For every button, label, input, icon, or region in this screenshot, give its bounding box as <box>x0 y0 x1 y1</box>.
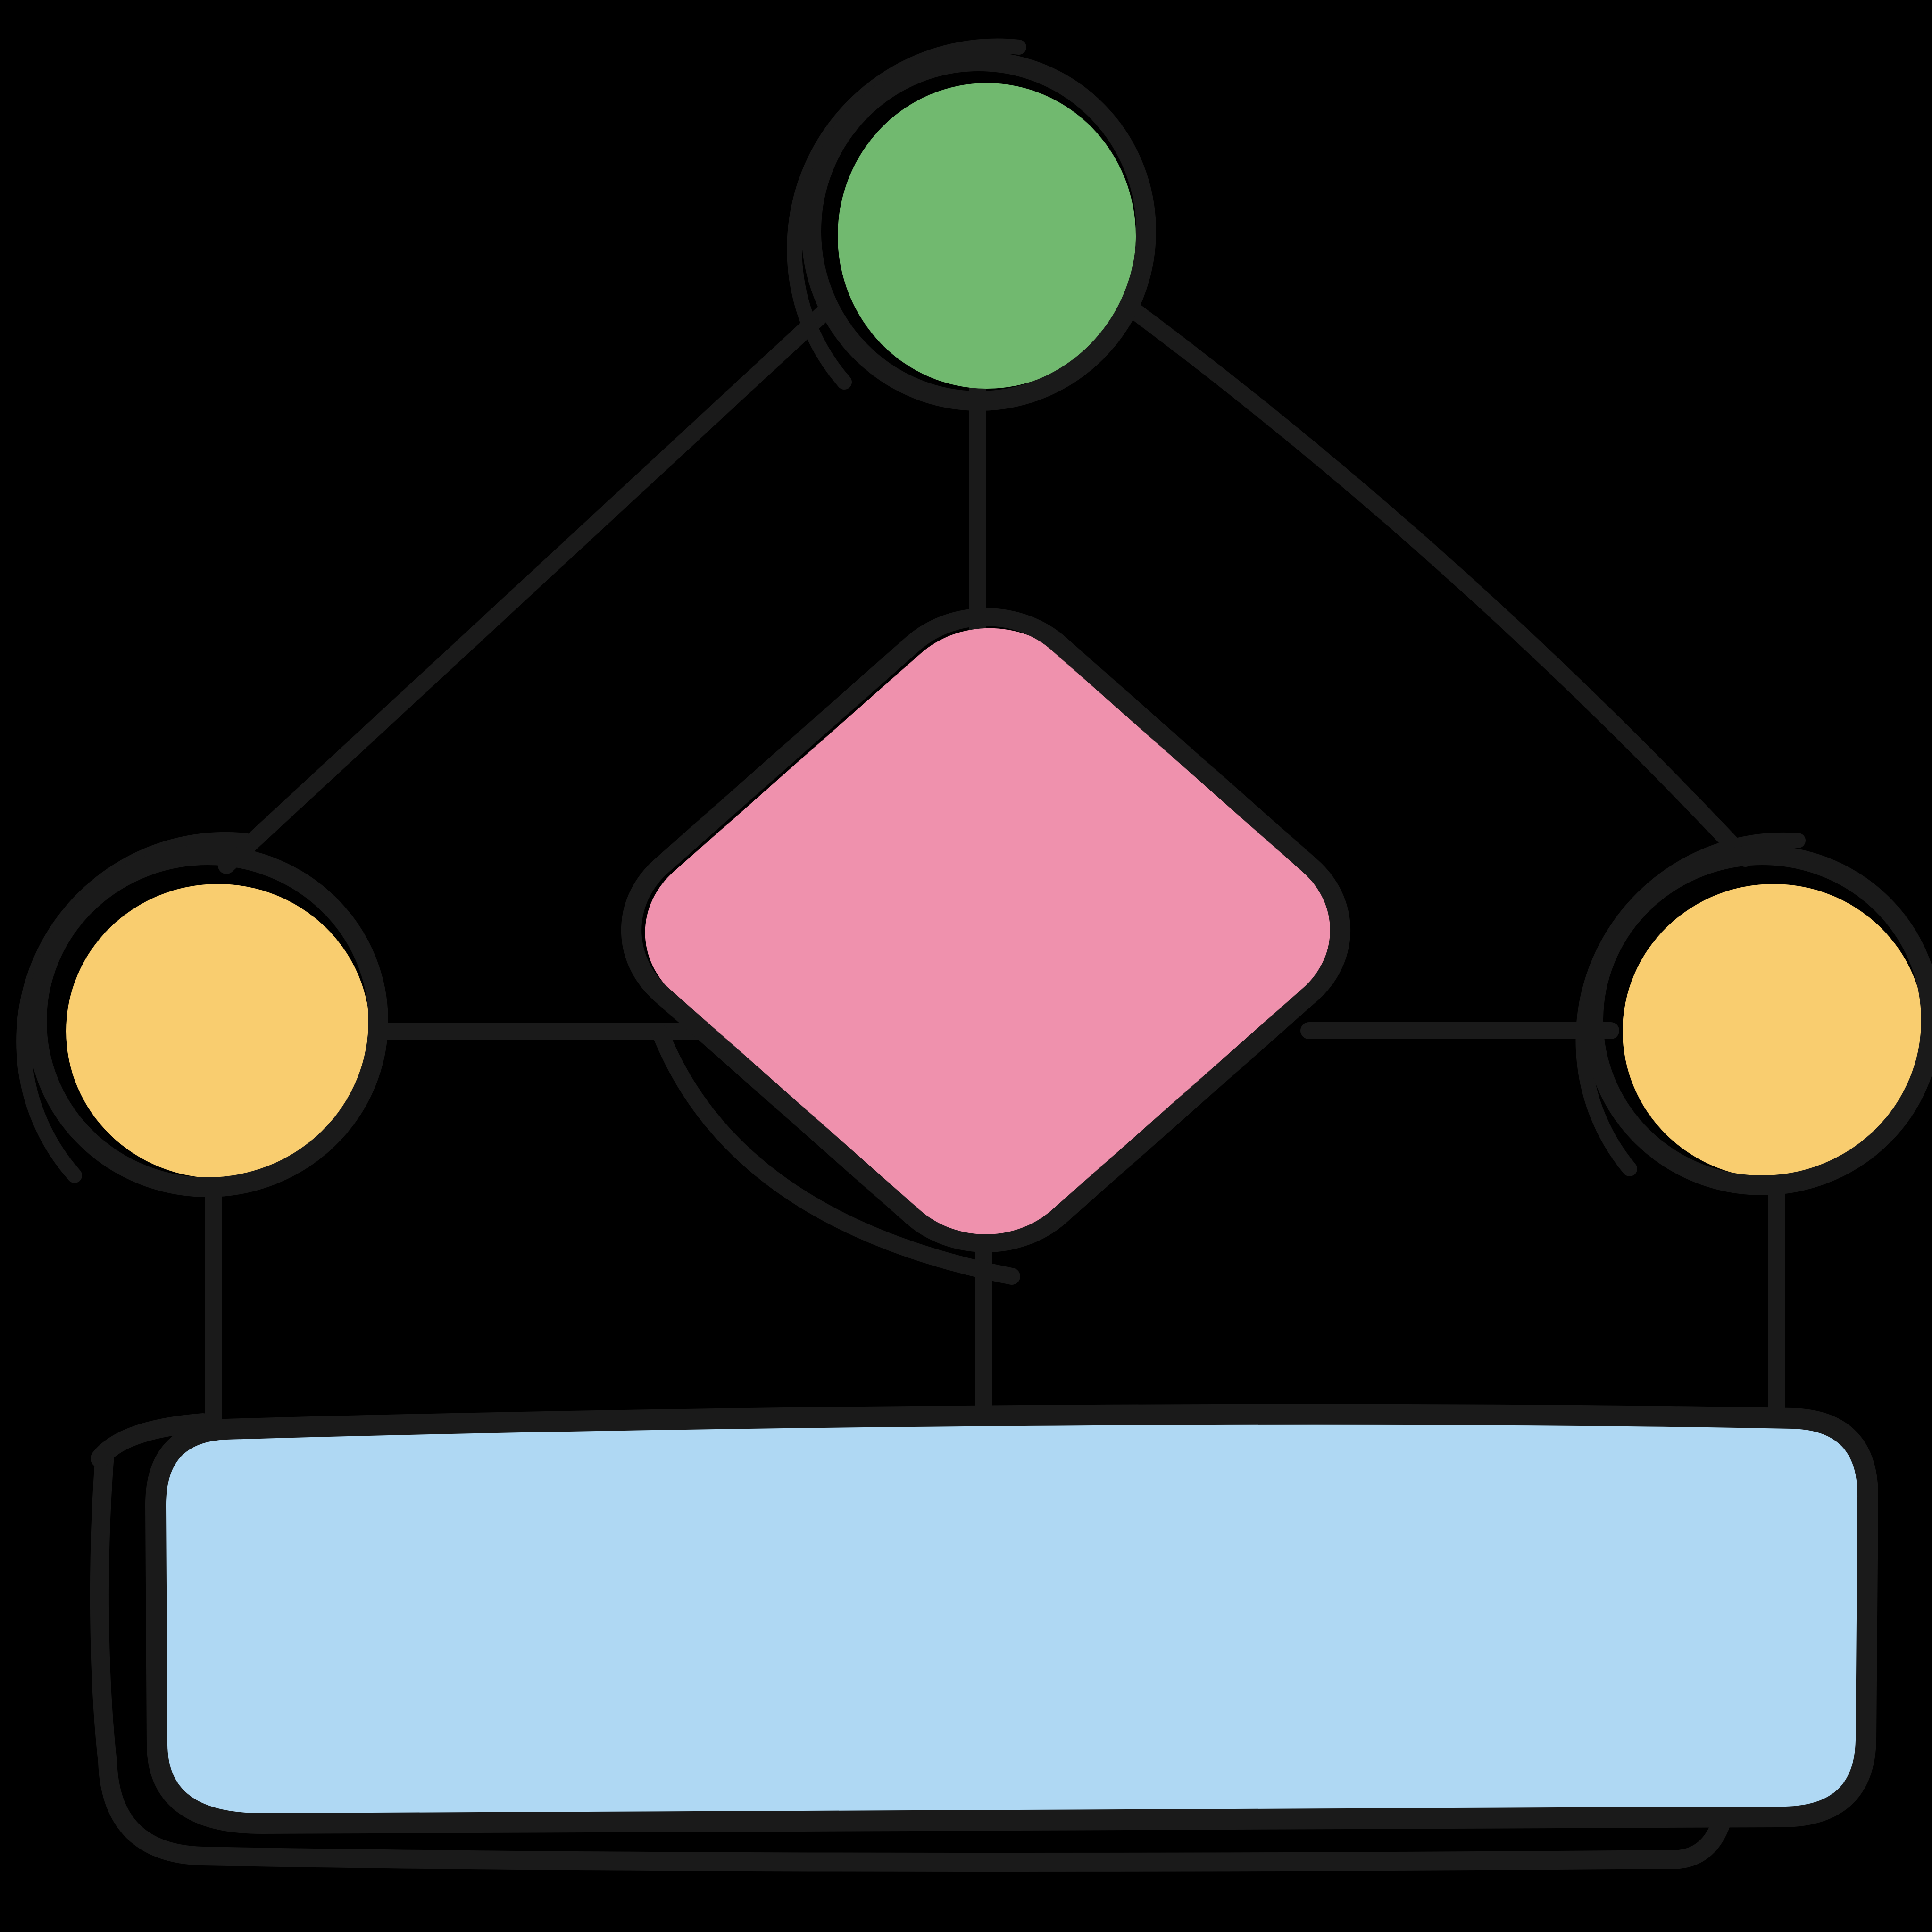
edge-top-to-right <box>1124 300 1754 867</box>
left-circle-outline <box>27 845 388 1197</box>
center-diamond-outline <box>621 608 1351 1253</box>
right-circle-fill <box>1623 884 1924 1178</box>
top-circle-outline <box>801 51 1156 411</box>
center-diamond-fill <box>645 628 1334 1237</box>
left-circle-fill <box>66 884 370 1178</box>
top-circle-sketch <box>787 38 1026 390</box>
bottom-bar-sketch <box>90 1446 1731 1872</box>
bottom-bar-outline-tail <box>91 1413 212 1468</box>
right-circle-outline <box>1583 845 1932 1195</box>
top-circle-fill <box>838 83 1136 389</box>
bottom-bar-fill <box>155 1414 1868 1824</box>
edge-top-to-left <box>218 300 836 874</box>
bottom-bar-outline <box>145 1404 1879 1834</box>
center-diamond-sketch <box>652 1024 1020 1285</box>
